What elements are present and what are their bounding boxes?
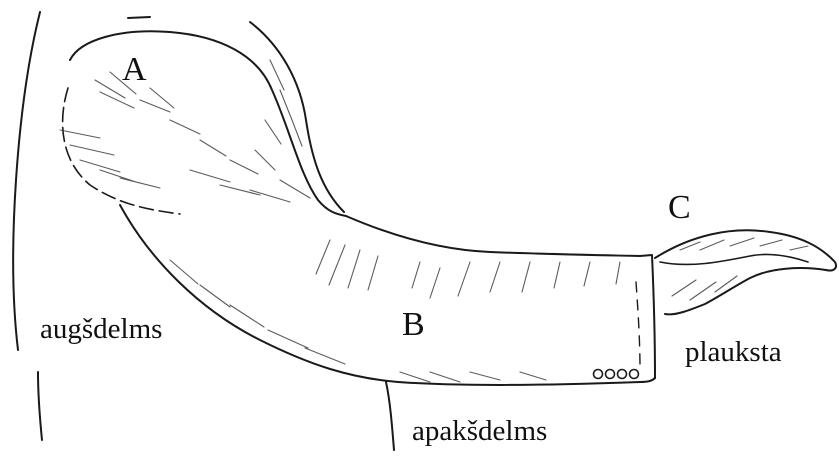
- shoulder-inner-curve: [63, 88, 180, 214]
- cuff-vent-dash: [636, 282, 640, 370]
- sleeve-cap-outline: [70, 31, 346, 216]
- shoulder-hatching: [60, 60, 310, 202]
- torso-lower-line: [38, 372, 42, 440]
- forearm-hatching: [170, 240, 620, 382]
- button: [606, 370, 615, 379]
- cuff-end-line: [640, 255, 655, 378]
- shoulder-back-outline: [250, 22, 344, 212]
- top-mark: [128, 17, 150, 18]
- torso-left-outline: [13, 12, 40, 350]
- label-hand: plauksta: [685, 336, 782, 368]
- label-upper-arm: augšdelms: [40, 313, 162, 345]
- button: [630, 370, 639, 379]
- point-label-b: B: [402, 306, 425, 343]
- button: [594, 370, 603, 379]
- hand-outline: [655, 230, 836, 314]
- button: [618, 370, 627, 379]
- sleeve-top-outline: [346, 216, 640, 256]
- point-label-c: C: [668, 189, 691, 226]
- cuff-buttons: [594, 370, 639, 379]
- body-side-line: [386, 382, 394, 450]
- hand-thumb: [660, 254, 808, 264]
- point-label-a: A: [122, 51, 147, 88]
- label-forearm: apakšdelms: [412, 415, 547, 447]
